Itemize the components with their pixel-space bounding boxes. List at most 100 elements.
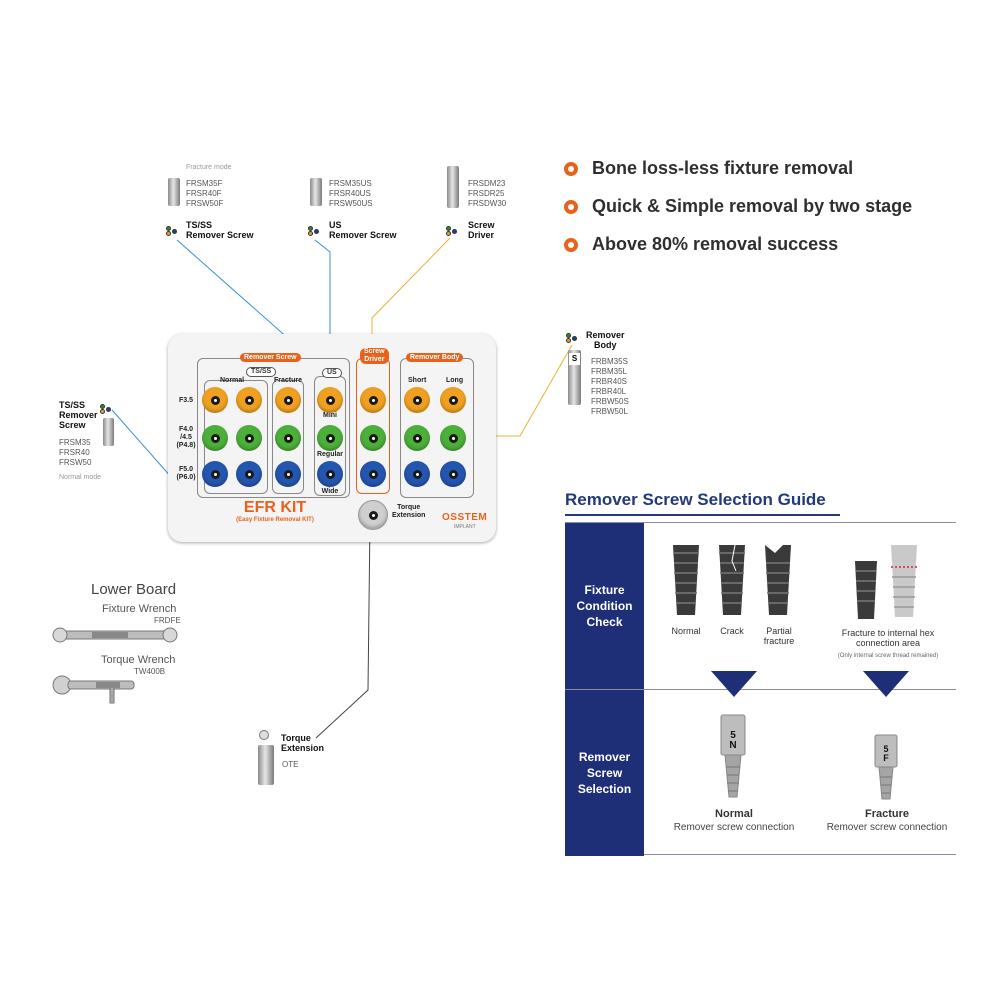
remover-body-pill: Remover Body [406,353,464,362]
guide-row-condition-header: Fixture Condition Check [565,523,644,689]
slot-body-long-f50[interactable] [440,461,466,487]
driver-dots [446,223,458,241]
bullet-ring-icon [564,237,578,252]
row-f40-label: F4.0 /4.5 (P4.8) [176,426,196,449]
selection-guide-table: Fixture Condition Check Remover Screw Se… [565,522,956,856]
cond-partial-label: Partial fracture [763,626,795,646]
us-name: US Remover Screw [329,220,397,240]
implant-crack-icon [719,544,745,615]
slot-normal-1-f40[interactable] [202,425,228,451]
implant-hex-cutaway-icon [891,545,917,617]
slot-fracture-f50[interactable] [275,461,301,487]
col-long-label: Long [446,377,464,384]
color-dots-icon [166,226,178,236]
screw-driver-icon [447,166,459,208]
col-fracture-label: Fracture [274,377,303,384]
left-tool-codes: FRSM35 FRSR40 FRSW50 [59,438,92,467]
tsss-remover-screw-icon [168,178,180,206]
guide-row-divider [565,689,956,690]
remover-screw-pill: Remover Screw [240,353,301,362]
sel-fracture-sub: Remover screw connection [826,822,948,833]
efr-kit-board: Remover Screw TS/SS Screw Driver Remover… [168,334,496,542]
cond-hex-label: Fracture to internal hex connection area [841,628,935,648]
driver-leader-line [371,237,451,346]
remover-body-dots [566,330,578,348]
torque-extension-label: Torque Extension [392,504,426,519]
slot-body-long-f40[interactable] [440,425,466,451]
left-tool-dots [100,401,112,419]
remover-body-badge: S [569,353,580,365]
slot-fracture-f35[interactable] [275,387,301,413]
down-arrow-normal-icon [711,671,757,697]
color-dots-icon [308,226,320,236]
tsss-name: TS/SS Remover Screw [186,220,254,240]
sel-normal-sub: Remover screw connection [673,822,795,833]
color-dots-icon [446,226,458,236]
fixture-implants-illustration [673,544,917,619]
bullet-ring-icon [564,199,578,214]
torque-wrench-label: Torque Wrench [101,654,176,666]
feature-1: Bone loss-less fixture removal [564,158,853,179]
row-f50-label: F5.0 (P6.0) [176,466,196,481]
sel-fracture-title: Fracture [864,808,910,820]
torque-ext-leader-line [315,519,371,739]
col-normal-label: Normal [220,377,245,384]
us-regular-label: Regular [316,451,344,458]
slot-body-short-f35[interactable] [404,387,430,413]
us-remover-screw-icon [310,178,322,206]
cond-normal-label: Normal [671,626,701,636]
fixture-wrench-label: Fixture Wrench [102,603,177,615]
left-remover-screw-icon [103,418,114,446]
kit-title: EFR KIT [243,499,307,516]
kit-subtitle: (Easy Fixture Removal KIT) [236,517,314,523]
slot-normal-2-f50[interactable] [236,461,262,487]
implant-partial-fracture-icon [765,545,791,615]
bullet-ring-icon [564,161,578,176]
slot-normal-1-f50[interactable] [202,461,228,487]
slot-fracture-f40[interactable] [275,425,301,451]
lower-board-title: Lower Board [91,581,177,598]
driver-name: Screw Driver [468,220,495,240]
slot-body-short-f50[interactable] [404,461,430,487]
guide-title-underline [565,514,840,516]
brand-sub: IMPLANT [454,524,476,530]
slot-normal-2-f35[interactable] [236,387,262,413]
fracture-group [272,380,304,494]
remover-screw-normal-icon [720,714,746,798]
us-mini-label: Mini [323,412,337,419]
brand-logo: OSSTEM [442,512,488,523]
slot-body-long-f35[interactable] [440,387,466,413]
slot-torque-extension[interactable] [358,500,388,530]
torque-extension-name: Torque Extension [281,733,325,753]
feature-2-text: Quick & Simple removal by two stage [592,196,913,216]
implant-normal-icon [673,545,699,615]
slot-us-mini[interactable] [317,387,343,413]
slot-driver-f50[interactable] [360,461,386,487]
slot-body-short-f40[interactable] [404,425,430,451]
fixture-wrench-code: FRDFE [154,616,181,625]
feature-3: Above 80% removal success [564,234,838,255]
torque-extension-code: OTE [282,760,299,769]
normal-mode-note: Normal mode [59,474,102,481]
slot-driver-f35[interactable] [360,387,386,413]
remover-body-name: Remover Body [586,330,625,350]
left-tool-leader-line [111,409,173,479]
remover-body-codes: FRBM35S FRBM35L FRBR40S FRBR40L FRBW50S … [591,357,629,416]
guide-row-selection-header: Remover Screw Selection [565,690,644,856]
slot-normal-1-f35[interactable] [202,387,228,413]
torque-extension-icon [258,745,274,785]
tsss-codes: FRSM35F FRSR40F FRSW50F [186,179,224,208]
tsss-dots [166,223,178,241]
fixture-wrench-icon [52,627,178,643]
torque-wrench-icon [52,675,135,704]
slot-driver-f40[interactable] [360,425,386,451]
sel-normal-title: Normal [715,808,753,820]
slot-normal-2-f40[interactable] [236,425,262,451]
slot-us-wide[interactable] [317,461,343,487]
us-pill: US [322,368,342,378]
fracture-mode-note: Fracture mode [186,164,232,171]
slot-us-regular[interactable] [317,425,343,451]
feature-2: Quick & Simple removal by two stage [564,196,912,217]
torque-wrench-code: TW400B [134,667,166,676]
